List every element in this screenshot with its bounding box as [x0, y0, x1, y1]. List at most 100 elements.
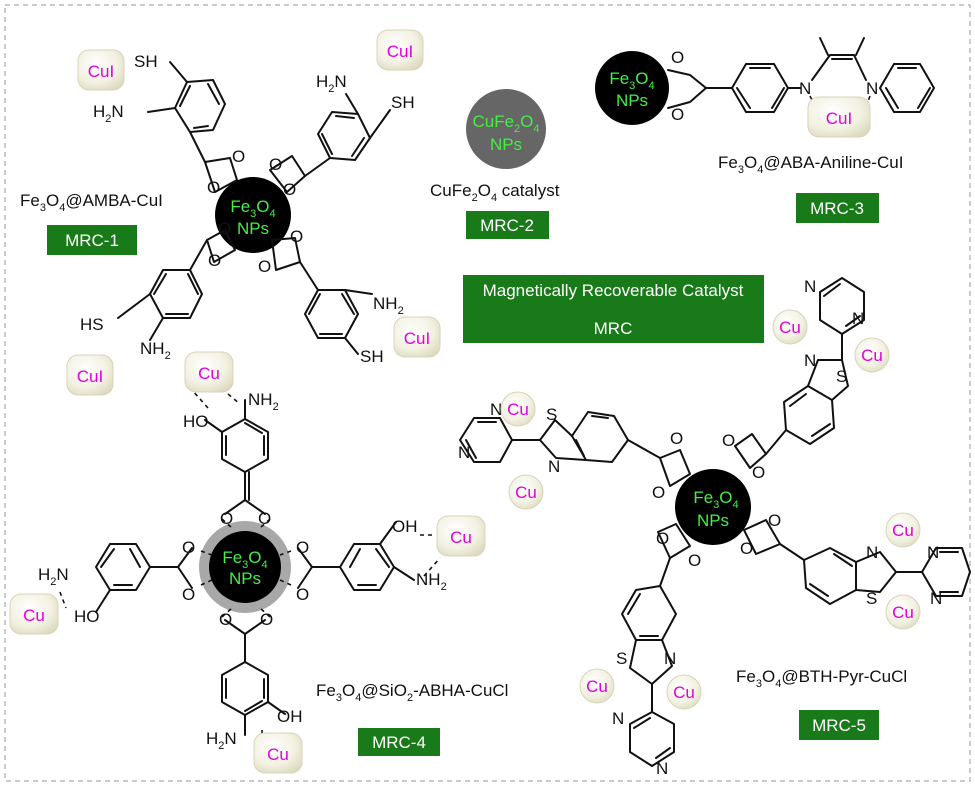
svg-text:N: N	[866, 79, 878, 98]
svg-text:CuI: CuI	[404, 329, 430, 348]
svg-text:N: N	[799, 79, 811, 98]
svg-text:H2N: H2N	[316, 72, 347, 95]
svg-text:O: O	[208, 251, 221, 270]
svg-text:Cu: Cu	[892, 521, 914, 540]
svg-text:S: S	[836, 367, 847, 386]
svg-text:S: S	[546, 405, 557, 424]
cui-pad-4: CuI	[66, 354, 114, 396]
svg-text:O: O	[296, 585, 309, 604]
svg-text:OH: OH	[392, 517, 418, 536]
mrc2-core-label: CuFe2O4	[472, 112, 539, 135]
mrc3-core-label: Fe3O4	[609, 69, 654, 92]
svg-text:N: N	[612, 709, 624, 728]
svg-text:H2N: H2N	[206, 729, 237, 752]
svg-text:NH2: NH2	[416, 570, 447, 593]
svg-text:O: O	[290, 227, 303, 246]
svg-text:MRC-4: MRC-4	[372, 733, 426, 752]
svg-text:O: O	[722, 431, 735, 450]
svg-text:MRC-1: MRC-1	[65, 231, 119, 250]
svg-text:SH: SH	[360, 347, 384, 366]
svg-text:NPs: NPs	[229, 569, 261, 588]
mrc4-caption: Fe3O4@SiO2-ABHA-CuCl	[316, 681, 508, 704]
cu-circle-2: Cu	[854, 337, 890, 373]
svg-text:N: N	[930, 589, 942, 608]
mrc2-structure: CuFe2O4 NPs CuFe2O4 catalyst MRC-2	[430, 89, 560, 239]
svg-text:HS: HS	[80, 315, 104, 334]
svg-text:SH: SH	[391, 93, 415, 112]
mrc3-caption: Fe3O4@ABA-Aniline-CuI	[718, 153, 903, 176]
svg-text:O: O	[219, 610, 232, 629]
svg-text:NPs: NPs	[697, 511, 729, 530]
svg-text:Cu: Cu	[779, 318, 801, 337]
svg-text:NPs: NPs	[616, 91, 648, 110]
svg-text:H2N: H2N	[93, 102, 124, 125]
cui-pad-2: CuI	[376, 29, 424, 71]
center-title-line1: Magnetically Recoverable Catalyst	[483, 281, 744, 300]
svg-text:O: O	[740, 539, 753, 558]
outer-frame	[4, 4, 971, 782]
mrc5-core-label: Fe3O4	[693, 488, 738, 511]
svg-text:CuI: CuI	[387, 42, 413, 61]
mrc3-badge	[796, 193, 879, 223]
svg-text:O: O	[269, 155, 282, 174]
cu-circle-5: Cu	[885, 512, 921, 548]
svg-text:N: N	[656, 759, 668, 778]
svg-text:N: N	[804, 351, 816, 370]
mrc5-structure: Fe3O4 NPs	[458, 277, 971, 778]
svg-text:O: O	[207, 178, 220, 197]
cu-circle-8: Cu	[666, 674, 702, 710]
svg-text:Cu: Cu	[892, 603, 914, 622]
svg-text:O: O	[218, 219, 231, 238]
svg-text:Cu: Cu	[861, 346, 883, 365]
cui-pad-5: CuI	[807, 96, 871, 138]
svg-text:S: S	[866, 589, 877, 608]
mrc1-structure: Fe3O4 NPs	[20, 29, 441, 396]
svg-text:O: O	[652, 483, 665, 502]
svg-text:Cu: Cu	[23, 606, 45, 625]
svg-text:Cu: Cu	[198, 364, 220, 383]
mrc3-structure: Fe3O4 NPs O O N N CuI Fe3O4@ABA-Aniline-…	[595, 37, 935, 223]
svg-text:O: O	[182, 538, 195, 557]
svg-text:O: O	[296, 538, 309, 557]
svg-text:Cu: Cu	[267, 745, 289, 764]
svg-text:O: O	[752, 463, 765, 482]
svg-text:N: N	[458, 443, 470, 462]
svg-text:O: O	[220, 509, 233, 528]
mrc2-badge	[466, 211, 549, 239]
cu-circle-3: Cu	[500, 391, 536, 427]
mrc1-badge	[47, 225, 137, 255]
cu-circle-6: Cu	[885, 594, 921, 630]
cui-pad-3: CuI	[393, 316, 441, 358]
svg-text:Cu: Cu	[586, 677, 608, 696]
svg-text:CuI: CuI	[826, 109, 852, 128]
svg-text:N: N	[548, 457, 560, 476]
svg-text:N: N	[490, 400, 502, 419]
svg-text:O: O	[671, 105, 684, 124]
svg-text:Cu: Cu	[450, 528, 472, 547]
center-title-box: Magnetically Recoverable Catalyst MRC	[463, 275, 764, 343]
svg-text:MRC-2: MRC-2	[480, 216, 534, 235]
svg-text:N: N	[852, 309, 864, 328]
svg-text:O: O	[656, 529, 669, 548]
svg-text:SH: SH	[134, 52, 158, 71]
svg-text:O: O	[182, 585, 195, 604]
svg-text:CuI: CuI	[77, 367, 103, 386]
cu-circle-4: Cu	[508, 474, 544, 510]
svg-text:NPs: NPs	[237, 219, 269, 238]
center-title-line2: MRC	[594, 319, 633, 338]
svg-text:NH2: NH2	[248, 390, 279, 413]
svg-text:N: N	[664, 649, 676, 668]
svg-text:HO: HO	[74, 607, 100, 626]
mrc5-badge	[799, 710, 879, 740]
svg-text:N: N	[866, 543, 878, 562]
svg-text:NPs: NPs	[490, 135, 522, 154]
svg-text:N: N	[927, 543, 939, 562]
mrc4-structure: Fe3O4 NPs O O	[9, 351, 508, 774]
svg-text:OH: OH	[277, 707, 303, 726]
cu-pad-4a: Cu	[184, 351, 234, 393]
svg-text:Cu: Cu	[515, 483, 537, 502]
svg-text:MRC-3: MRC-3	[810, 199, 864, 218]
svg-text:O: O	[671, 48, 684, 67]
svg-text:HO: HO	[183, 412, 209, 431]
svg-text:NH2: NH2	[373, 294, 404, 317]
